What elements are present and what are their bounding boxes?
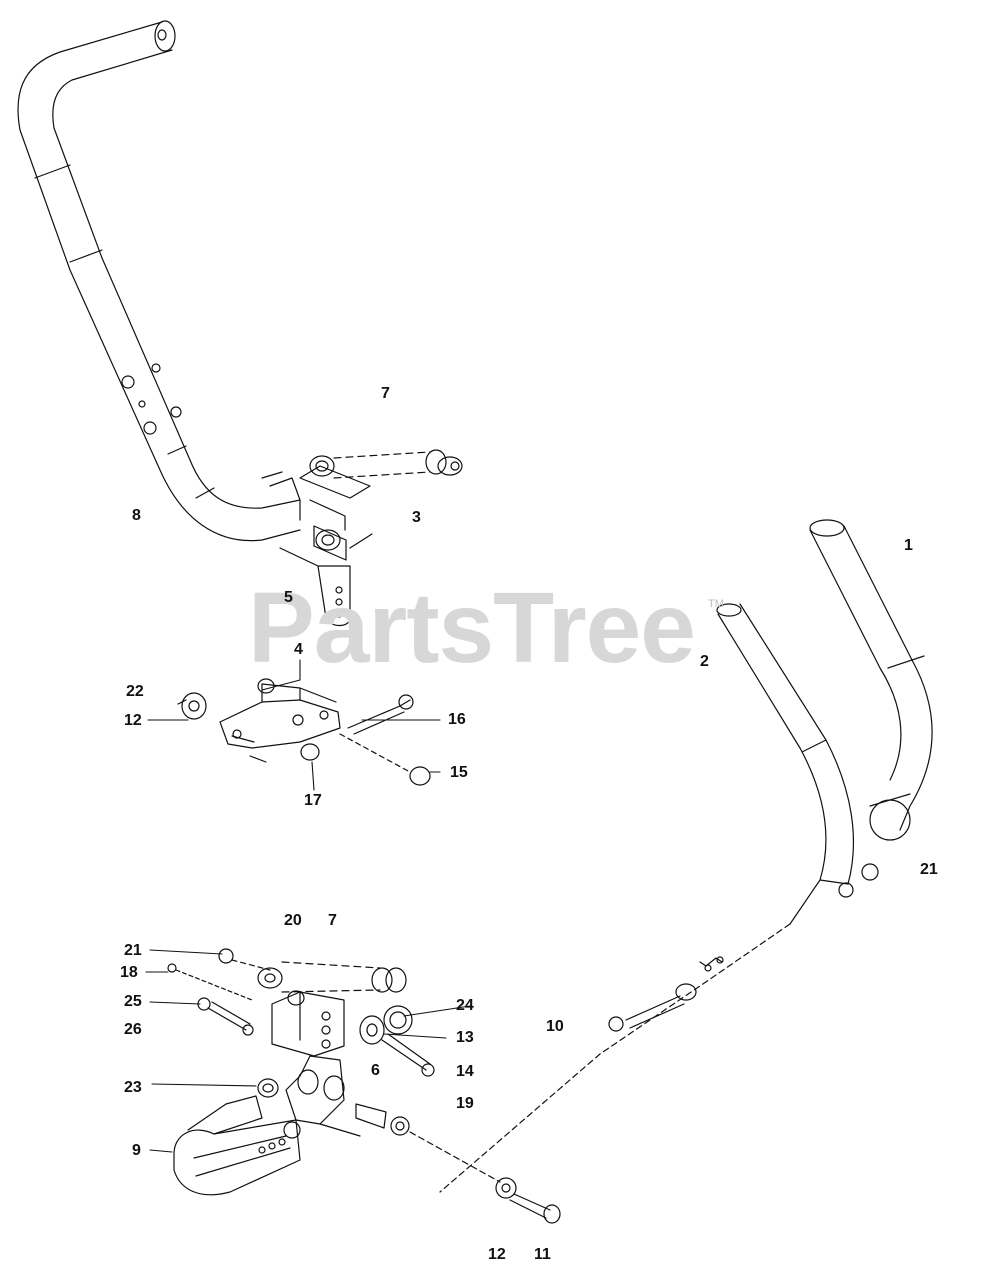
callout-12-lower: 12 xyxy=(488,1246,506,1263)
parts-tree-watermark: PartsTree xyxy=(248,572,696,684)
callout-4: 4 xyxy=(294,641,303,658)
callout-15: 15 xyxy=(450,764,468,781)
trademark-mark: TM xyxy=(708,598,724,610)
callout-8: 8 xyxy=(132,507,141,524)
lower-bracket-assembly xyxy=(167,948,561,1224)
callout-16: 16 xyxy=(448,711,466,728)
callout-11: 11 xyxy=(534,1246,551,1263)
leader-lines xyxy=(145,659,471,1153)
callout-21-right: 21 xyxy=(920,861,938,878)
callout-24: 24 xyxy=(456,997,474,1014)
callout-7-lower: 7 xyxy=(328,912,337,929)
callout-2: 2 xyxy=(700,653,709,670)
callout-12-mid: 12 xyxy=(124,712,142,729)
callout-23: 23 xyxy=(124,1079,142,1096)
callout-19: 19 xyxy=(456,1095,474,1112)
callout-5: 5 xyxy=(284,589,293,606)
handle-bar-left xyxy=(17,20,301,542)
callout-14: 14 xyxy=(456,1063,474,1080)
callout-1: 1 xyxy=(904,537,913,554)
callout-25: 25 xyxy=(124,993,142,1010)
callout-9: 9 xyxy=(132,1142,141,1159)
callout-22: 22 xyxy=(126,683,144,700)
callout-7-upper: 7 xyxy=(381,385,390,402)
handle-bar-right xyxy=(439,519,933,1193)
callout-18: 18 xyxy=(120,964,138,981)
callout-20: 20 xyxy=(284,912,302,929)
callout-13: 13 xyxy=(456,1029,474,1046)
callout-3: 3 xyxy=(412,509,421,526)
callout-26: 26 xyxy=(124,1021,142,1038)
middle-plate-assembly xyxy=(177,678,431,786)
callout-6: 6 xyxy=(371,1062,380,1079)
upper-bracket-assembly xyxy=(261,449,463,627)
callout-21-left: 21 xyxy=(124,942,142,959)
callout-17: 17 xyxy=(304,792,322,809)
callout-10: 10 xyxy=(546,1018,564,1035)
